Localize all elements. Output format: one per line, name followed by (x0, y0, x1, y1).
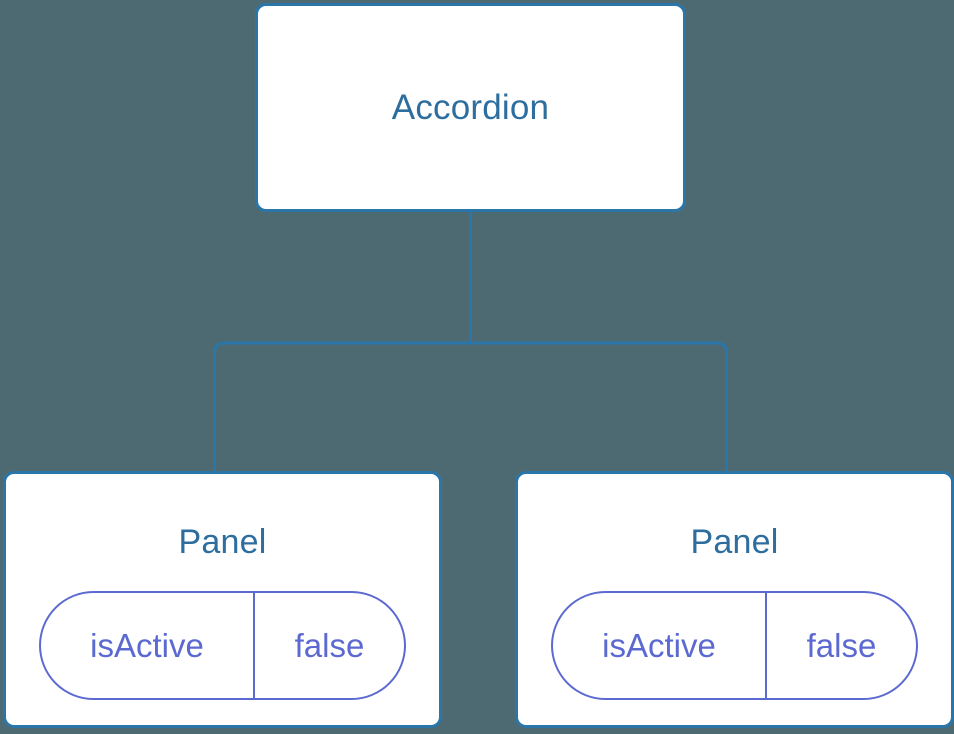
node-panel-2[interactable]: Panel isActive false (515, 471, 954, 728)
connector-branch-left (213, 341, 471, 474)
node-accordion[interactable]: Accordion (255, 3, 686, 212)
node-panel-1-state-badge[interactable]: isActive false (39, 591, 406, 700)
connector-branch-right (470, 341, 728, 474)
node-panel-2-title: Panel (690, 523, 779, 561)
node-panel-2-state-badge[interactable]: isActive false (551, 591, 918, 700)
node-panel-2-state-key: isActive (553, 593, 767, 698)
node-panel-1[interactable]: Panel isActive false (3, 471, 442, 728)
node-panel-1-title: Panel (178, 523, 267, 561)
node-accordion-title: Accordion (391, 88, 550, 127)
node-panel-2-state-value: false (806, 627, 877, 664)
node-panel-1-state-value: false (294, 627, 365, 664)
node-panel-1-state-key: isActive (41, 593, 255, 698)
